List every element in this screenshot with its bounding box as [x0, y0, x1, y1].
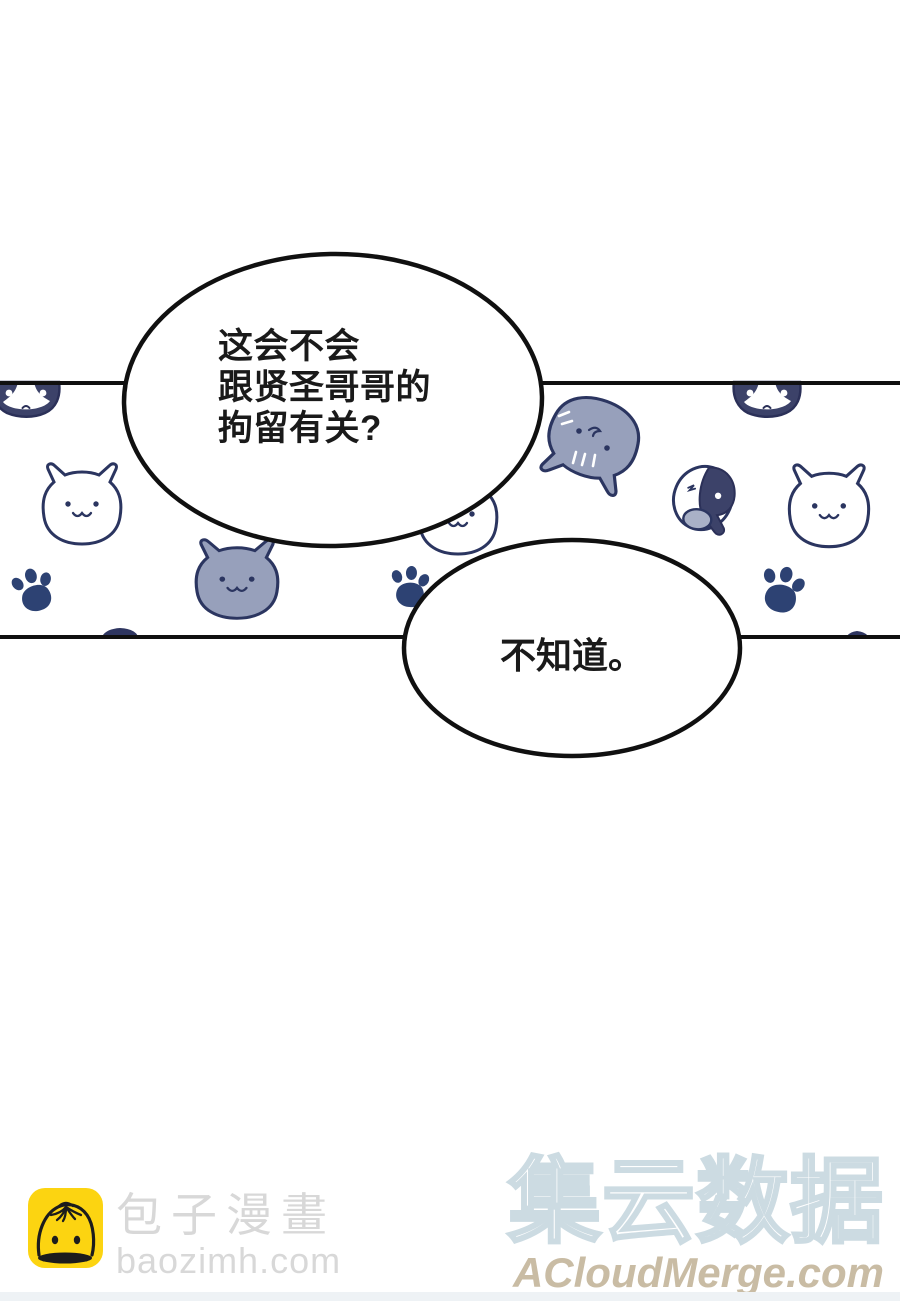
speech-bubble-2 — [401, 537, 743, 759]
baozimh-site-name: 包子漫畫 — [116, 1189, 336, 1241]
paw-print-left — [7, 563, 60, 616]
acloudmerge-site-domain: ACloudMerge.com — [512, 1249, 884, 1296]
speech-line: 拘留有关? — [218, 409, 382, 448]
white-cat-right — [787, 463, 871, 549]
tuxedo-cat-right — [732, 380, 802, 418]
speech-bubble-1-text: 这会不会 跟贤圣哥哥的 拘留有关? — [218, 326, 431, 449]
acloudmerge-watermark: 集云数据 ACloudMerge.com — [507, 1150, 885, 1296]
white-cat-left — [41, 462, 123, 546]
calico-cat — [672, 464, 736, 536]
tuxedo-cat-left — [0, 380, 61, 418]
speech-bubble-1 — [121, 251, 545, 549]
acloudmerge-site-name: 集云数据 — [507, 1150, 885, 1254]
paw-print-right — [752, 560, 811, 618]
footer-strip — [0, 1292, 900, 1301]
speech-bubble-2-text: 不知道。 — [499, 635, 644, 676]
speech-line: 跟贤圣哥哥的 — [218, 368, 432, 407]
baozi-bun-icon — [28, 1188, 103, 1268]
baozimh-site-domain: baozimh.com — [116, 1240, 342, 1281]
speech-line: 这会不会 — [218, 327, 361, 366]
gray-cat — [194, 538, 280, 620]
gray-tilted-cat — [533, 384, 651, 500]
baozimh-watermark: 包子漫畫 baozimh.com — [28, 1188, 341, 1280]
